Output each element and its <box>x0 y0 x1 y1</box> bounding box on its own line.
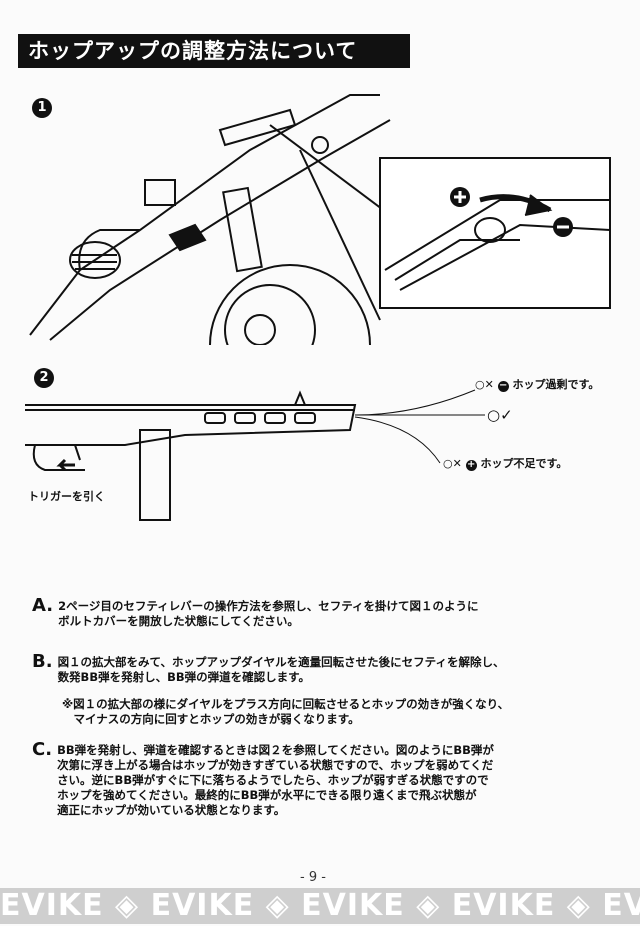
plus-circle-icon: + <box>465 459 477 471</box>
instruction-b-note: ※図１の拡大部の様にダイヤルをプラス方向に回転させるとホップの効きが強くなり、 … <box>62 697 510 726</box>
minus-circle-icon: − <box>497 380 509 392</box>
trajectory-rising: ○✕ − ホップ過剰です。 <box>475 376 599 392</box>
trajectory-marks: ○✕ <box>443 457 462 470</box>
figure-2-number: 2 <box>34 368 54 388</box>
step-letter: B. <box>32 651 53 672</box>
figure-2-gun-side-view <box>25 389 485 521</box>
watermark: EVIKE ◈ EVIKE ◈ EVIKE ◈ EVIKE ◈ EVIKE <box>0 888 640 924</box>
trajectory-level: ○✓ <box>487 406 513 424</box>
page-title: ホップアップの調整方法について <box>18 34 410 68</box>
trajectory-text: ホップ過剰です。 <box>512 378 600 391</box>
step-letter: A. <box>32 595 54 616</box>
trajectory-text: ホップ不足です。 <box>480 457 568 470</box>
instruction-a: A. 2ページ目のセフティレバーの操作方法を参照し、セフティを掛けて図１のように… <box>32 595 479 629</box>
step-text: BB弾を発射し、弾道を確認するときは図２を参照してください。図のようにBB弾が … <box>57 743 494 817</box>
figure-1-gun-illustration <box>29 94 611 345</box>
step-letter: C. <box>32 739 53 760</box>
step-text: 図１の拡大部をみて、ホップアップダイヤルを適量回転させた後にセフティを解除し、 … <box>57 655 505 684</box>
page-number: - 9 - <box>300 870 326 885</box>
trajectory-marks: ○✓ <box>487 406 513 424</box>
instruction-c: C. BB弾を発射し、弾道を確認するときは図２を参照してください。図のようにBB… <box>32 739 494 818</box>
step-text: 2ページ目のセフティレバーの操作方法を参照し、セフティを掛けて図１のように ボル… <box>58 599 479 628</box>
trajectory-dropping: ○✕ + ホップ不足です。 <box>443 455 567 471</box>
trigger-label: トリガーを引く <box>28 490 105 503</box>
figure-1-number: 1 <box>32 98 52 118</box>
instruction-b: B. 図１の拡大部をみて、ホップアップダイヤルを適量回転させた後にセフティを解除… <box>32 651 505 685</box>
trajectory-marks: ○✕ <box>475 378 494 391</box>
